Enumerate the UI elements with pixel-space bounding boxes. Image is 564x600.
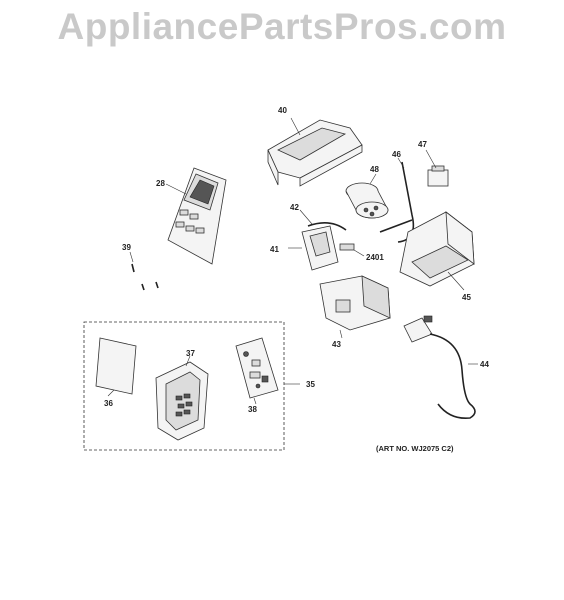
callout-47: 47 <box>418 140 427 149</box>
part-44-power-cord[interactable] <box>403 315 478 420</box>
part-42-wire-harness[interactable] <box>299 209 347 231</box>
part-28-remote-control[interactable] <box>165 167 227 265</box>
part-45-control-box[interactable] <box>399 211 475 291</box>
part-35-kit-box[interactable] <box>83 321 300 451</box>
callout-48: 48 <box>370 165 379 174</box>
callout-35: 35 <box>306 380 315 389</box>
part-46-thermistor[interactable] <box>379 157 415 243</box>
callout-42: 42 <box>290 203 299 212</box>
part-48-capacitor[interactable] <box>345 173 389 219</box>
part-40-cover[interactable] <box>267 117 363 187</box>
part-41-display-board[interactable] <box>288 225 339 271</box>
part-38-circuit-board[interactable] <box>235 337 279 405</box>
part-2401-connector[interactable] <box>339 243 365 257</box>
part-36-cover-plate[interactable] <box>95 337 137 397</box>
callout-45: 45 <box>462 293 471 302</box>
part-43-bracket[interactable] <box>319 275 391 339</box>
callout-41: 41 <box>270 245 279 254</box>
callout-43: 43 <box>332 340 341 349</box>
callout-38: 38 <box>248 405 257 414</box>
callout-46: 46 <box>392 150 401 159</box>
callout-44: 44 <box>480 360 489 369</box>
callout-2401: 2401 <box>366 253 384 262</box>
part-47-transformer[interactable] <box>425 149 449 187</box>
callout-40: 40 <box>278 106 287 115</box>
callout-36: 36 <box>104 399 113 408</box>
callout-39: 39 <box>122 243 131 252</box>
watermark: AppliancePartsPros.com <box>57 6 507 47</box>
callout-28: 28 <box>156 179 165 188</box>
callout-37: 37 <box>186 349 195 358</box>
art-number: (ART NO. WJ2075 C2) <box>376 444 454 453</box>
part-37-control-housing[interactable] <box>155 355 209 441</box>
part-39-screws[interactable] <box>129 251 159 291</box>
